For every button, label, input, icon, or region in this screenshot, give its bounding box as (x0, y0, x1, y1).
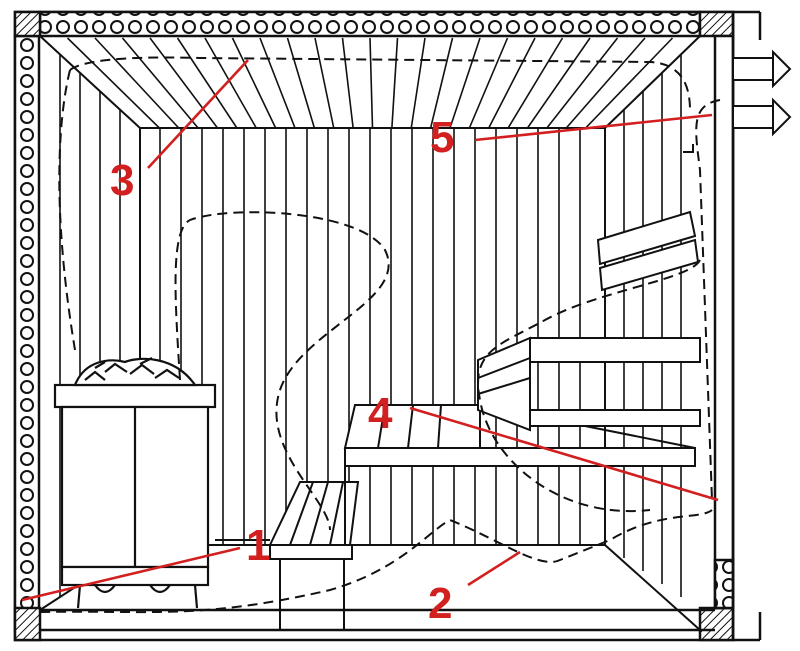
corner-block-top-right (698, 10, 735, 38)
right-wall-insulation (713, 558, 735, 610)
label-3: 3 (110, 156, 134, 205)
corner-block-bottom-right (698, 606, 735, 642)
leader-1 (21, 546, 241, 602)
leader-5 (474, 113, 713, 142)
leader-4 (409, 406, 719, 502)
backrest (596, 210, 700, 292)
leader-3 (147, 59, 249, 169)
label-5: 5 (430, 113, 454, 162)
middle-bench (343, 404, 696, 545)
annotation-leaders (21, 59, 719, 602)
label-4: 4 (368, 389, 393, 438)
right-wall (713, 34, 735, 610)
back-wall-slats (159, 128, 581, 545)
ceiling-slats (66, 37, 674, 129)
ceiling-insulation (38, 10, 702, 38)
leader-2 (467, 550, 521, 587)
airflow-paths (39, 56, 721, 614)
left-wall-insulation (13, 34, 41, 632)
low-bench (215, 481, 360, 630)
corner-block-bottom-left (13, 606, 42, 642)
label-2: 2 (428, 579, 452, 628)
upper-bench (477, 336, 701, 432)
ventilation (683, 49, 792, 153)
sauna-heater (53, 357, 217, 609)
corner-block-top-left (13, 10, 42, 38)
label-1: 1 (246, 521, 270, 570)
